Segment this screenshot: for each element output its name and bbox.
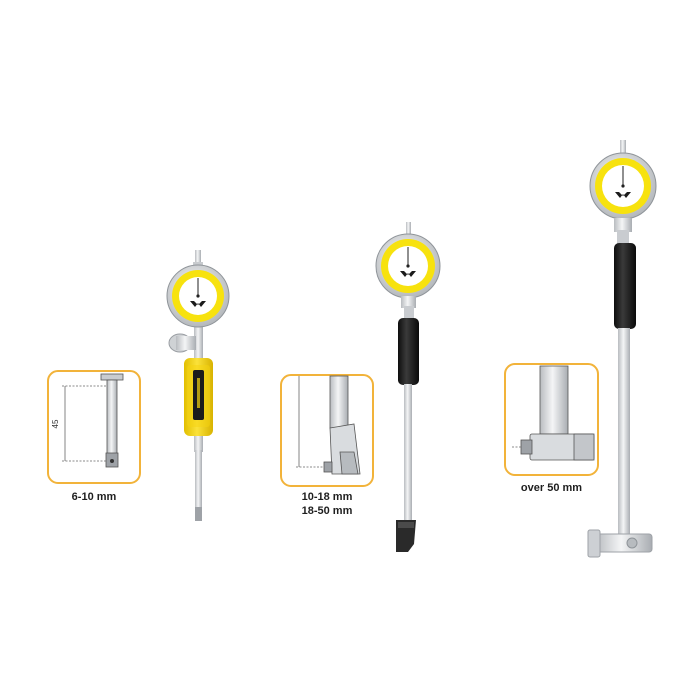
gauge3-dial <box>589 152 657 220</box>
gauge3-grip <box>614 243 636 329</box>
gauge1-lower-stem <box>194 318 203 364</box>
caption-over-50mm: over 50 mm <box>520 482 583 494</box>
gauge1-dial <box>166 264 230 328</box>
gauge2-dial <box>375 233 441 299</box>
gauge1-probe-tip <box>195 507 202 521</box>
gauge3-measuring-head <box>595 533 653 553</box>
detail-box-6-10mm: 45 <box>47 370 141 484</box>
detail-box-over-50mm <box>504 363 599 476</box>
dimension-45: 45 <box>51 419 60 428</box>
caption-18-50mm: 18-50 mm <box>301 505 353 517</box>
bore-gauge-10-50mm <box>375 222 441 552</box>
gauge3-shaft <box>618 328 630 538</box>
detail-box-10-50mm <box>280 374 374 487</box>
bore-gauge-over-50mm <box>587 140 657 558</box>
gauge2-shaft <box>404 384 412 520</box>
caption-6-10mm: 6-10 mm <box>71 491 117 503</box>
gauge1-top-stem <box>195 250 201 272</box>
gauge2-grip <box>398 318 419 385</box>
gauge1-shaft <box>194 436 203 452</box>
bore-gauge-6-10mm <box>166 250 230 521</box>
caption-10-18mm: 10-18 mm <box>301 491 353 503</box>
